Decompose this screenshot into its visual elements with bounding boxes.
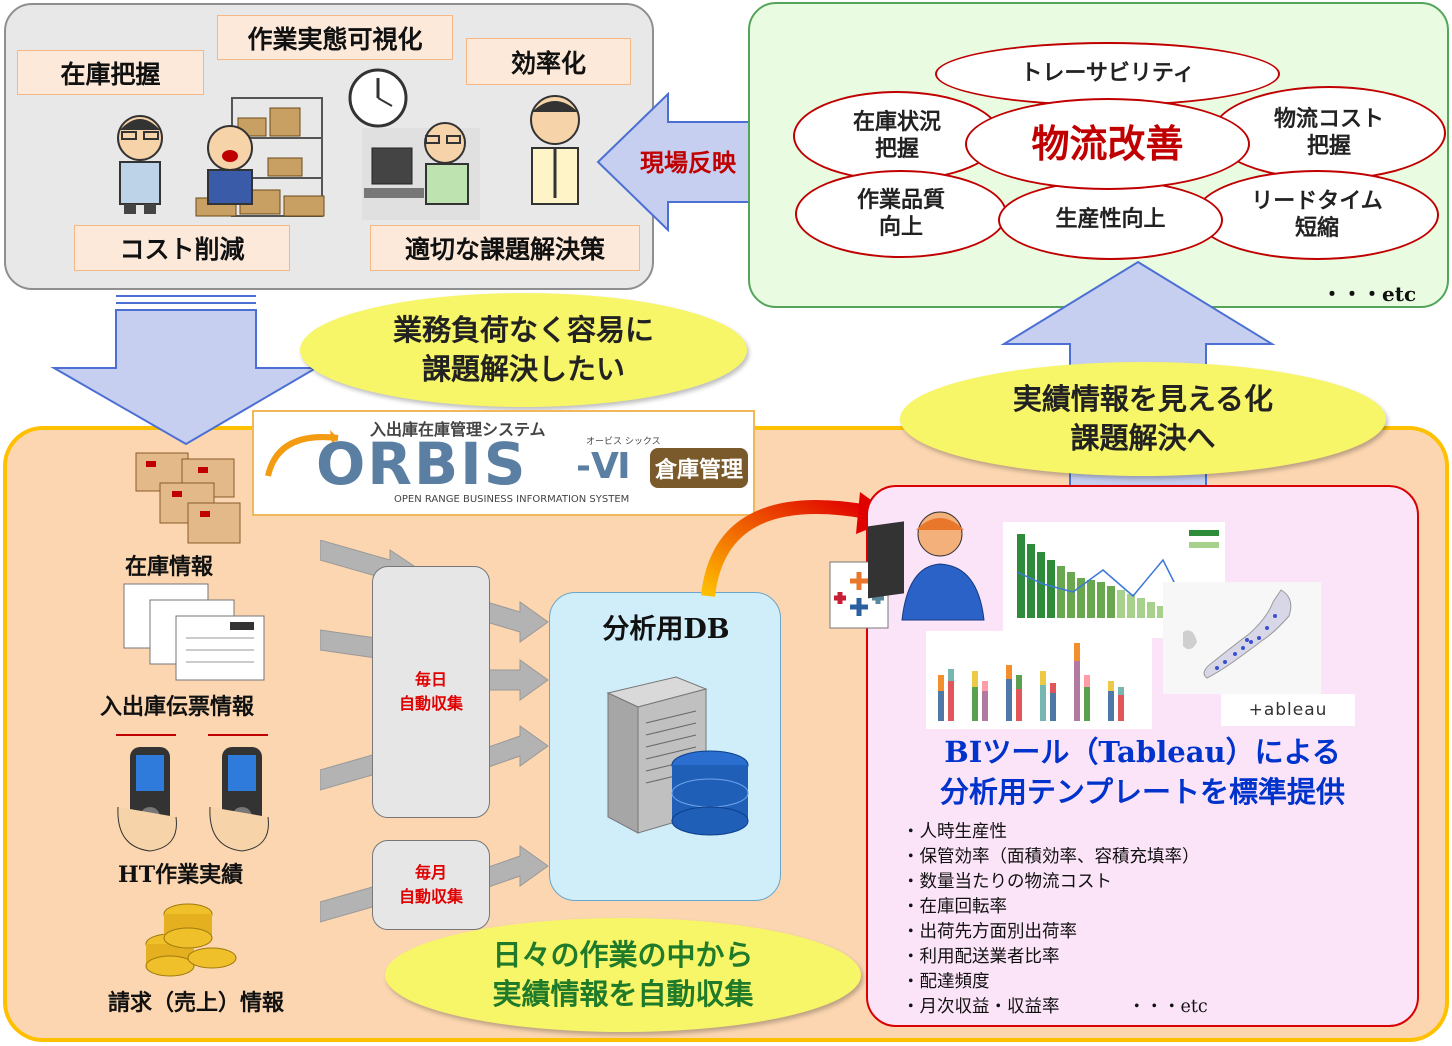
- metrics-list: ・人時生産性 ・保管効率（面積効率、容積充填率） ・数量当たりの物流コスト ・在…: [902, 820, 1200, 1020]
- logo-badge: 倉庫管理: [650, 448, 748, 488]
- callout-visualize: 実績情報を見える化課題解決へ: [900, 362, 1386, 476]
- callout-wish: 業務負荷なく容易に課題解決したい: [300, 293, 747, 407]
- clock-icon: [348, 68, 408, 128]
- metrics-etc: ・・・etc: [1128, 997, 1208, 1017]
- workers-illustration: [117, 68, 580, 220]
- tag-solution: 適切な課題解決策: [370, 225, 640, 271]
- boxes-icon: [135, 452, 241, 544]
- source-slips: 入出庫伝票情報: [100, 694, 255, 720]
- improvement-etc: ・・・etc: [1322, 282, 1417, 306]
- metric-item: ・人時生産性: [902, 822, 1007, 842]
- thinking-worker-icon: [530, 95, 580, 205]
- analyst-icon: [829, 511, 985, 629]
- dashboard-stacked-chart: [926, 631, 1152, 729]
- item-traceability: トレーサビリティ: [935, 42, 1280, 106]
- server-database-icon: [606, 676, 749, 836]
- coins-icon: [145, 903, 237, 977]
- metric-item: ・保管効率（面積効率、容積充填率）: [902, 847, 1200, 867]
- down-arrow: [50, 295, 320, 446]
- metric-item: ・出荷先方面別出荷率: [902, 922, 1077, 942]
- db-title: 分析用DB: [602, 614, 730, 645]
- swoosh-icon: [265, 430, 339, 477]
- tag-inventory: 在庫把握: [17, 50, 204, 95]
- orbis-logo: 入出庫在庫管理システム ORBIS -Ⅵ オービス シックス 倉庫管理 OPEN…: [252, 410, 755, 516]
- collect-monthly-box: 毎月自動収集: [372, 840, 490, 930]
- logo-reading: オービス シックス: [586, 437, 661, 447]
- metric-item: ・月次収益・収益率: [902, 997, 1060, 1017]
- tag-visualization: 作業実態可視化: [217, 15, 453, 60]
- overwhelmed-worker-icon: [195, 97, 325, 217]
- worried-worker-icon: [117, 115, 163, 214]
- handheld-terminals-icon: [116, 734, 269, 852]
- source-inventory: 在庫情報: [125, 554, 214, 580]
- tag-cost-reduction: コスト削減: [74, 225, 290, 271]
- dashboard-bar-chart: [1003, 522, 1225, 638]
- logo-subtitle: 入出庫在庫管理システム: [370, 420, 546, 439]
- item-productivity: 生産性向上: [998, 180, 1223, 260]
- item-work-quality: 作業品質向上: [795, 170, 1007, 258]
- callout-auto-collect: 日々の作業の中から実績情報を自動収集: [385, 918, 861, 1032]
- metric-item: ・数量当たりの物流コスト: [902, 872, 1112, 892]
- computer-worker-icon: [362, 122, 480, 220]
- tableau-logo: +ableau: [1221, 694, 1355, 726]
- item-lead-time: リードタイム短縮: [1195, 170, 1439, 260]
- slips-icon: [123, 583, 265, 681]
- tag-efficiency: 効率化: [466, 38, 631, 85]
- metric-item: ・在庫回転率: [902, 897, 1007, 917]
- dashboard-map: [1163, 582, 1321, 694]
- analysis-db-box: 分析用DB: [549, 592, 781, 901]
- source-ht: HT作業実績: [118, 862, 244, 888]
- feedback-label: 現場反映: [640, 148, 736, 177]
- logo-tagline: OPEN RANGE BUSINESS INFORMATION SYSTEM: [394, 494, 630, 505]
- source-billing: 請求（売上）情報: [108, 990, 285, 1016]
- metric-item: ・配達頻度: [902, 972, 990, 992]
- center-logistics-improvement: 物流改善: [965, 98, 1250, 190]
- collect-daily-box: 毎日自動収集: [372, 566, 490, 818]
- logo-name: ORBIS: [316, 430, 528, 498]
- metric-item: ・利用配送業者比率: [902, 947, 1060, 967]
- logo-version: -Ⅵ: [576, 446, 631, 487]
- item-logistics-cost: 物流コスト把握: [1212, 86, 1446, 180]
- bi-title: BIツール（Tableau）による 分析用テンプレートを標準提供: [939, 735, 1346, 809]
